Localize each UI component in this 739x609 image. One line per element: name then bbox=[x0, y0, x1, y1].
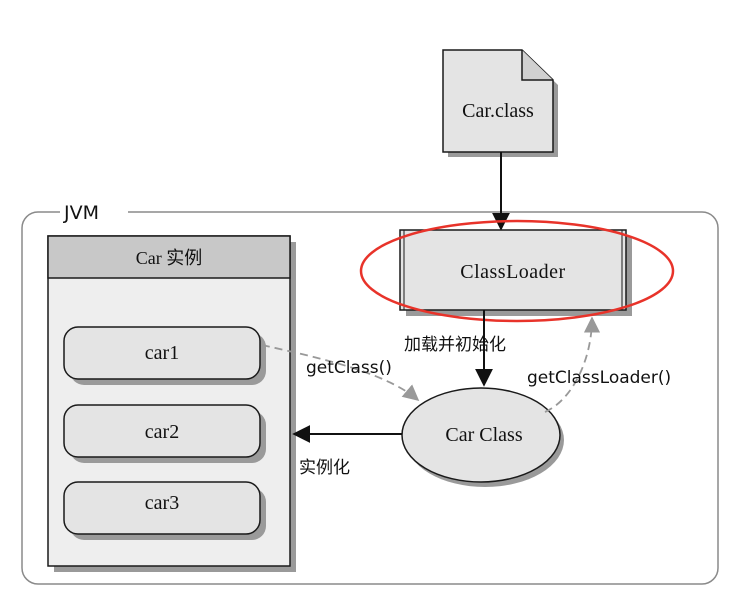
jvm-label: JVM bbox=[63, 202, 99, 224]
arrow-getclass bbox=[261, 344, 420, 402]
edge-label-load-and-init: 加载并初始化 bbox=[404, 335, 506, 355]
classloader-node bbox=[399, 229, 632, 316]
instances-panel-header bbox=[47, 235, 291, 279]
instance-car1 bbox=[63, 326, 266, 385]
car-class-node bbox=[401, 387, 564, 487]
instance-car2-label: car2 bbox=[145, 421, 179, 443]
car-class-file-label: Car.class bbox=[462, 100, 534, 122]
car-class-file-icon bbox=[442, 49, 558, 157]
instance-car3-label: car3 bbox=[145, 492, 179, 514]
classloader-label: ClassLoader bbox=[460, 261, 565, 283]
edge-label-getclass: getClass() bbox=[306, 358, 392, 378]
instance-car3 bbox=[63, 481, 266, 540]
edge-label-getclassloader: getClassLoader() bbox=[527, 368, 671, 388]
instance-car2 bbox=[63, 404, 266, 463]
car-class-label: Car Class bbox=[445, 424, 522, 446]
classloader-highlight-ellipse bbox=[359, 219, 675, 323]
edge-label-instantiate: 实例化 bbox=[299, 458, 350, 478]
instances-panel-title: Car 实例 bbox=[136, 248, 203, 268]
instance-car1-label: car1 bbox=[145, 342, 179, 364]
arrow-getclassloader bbox=[544, 316, 601, 413]
